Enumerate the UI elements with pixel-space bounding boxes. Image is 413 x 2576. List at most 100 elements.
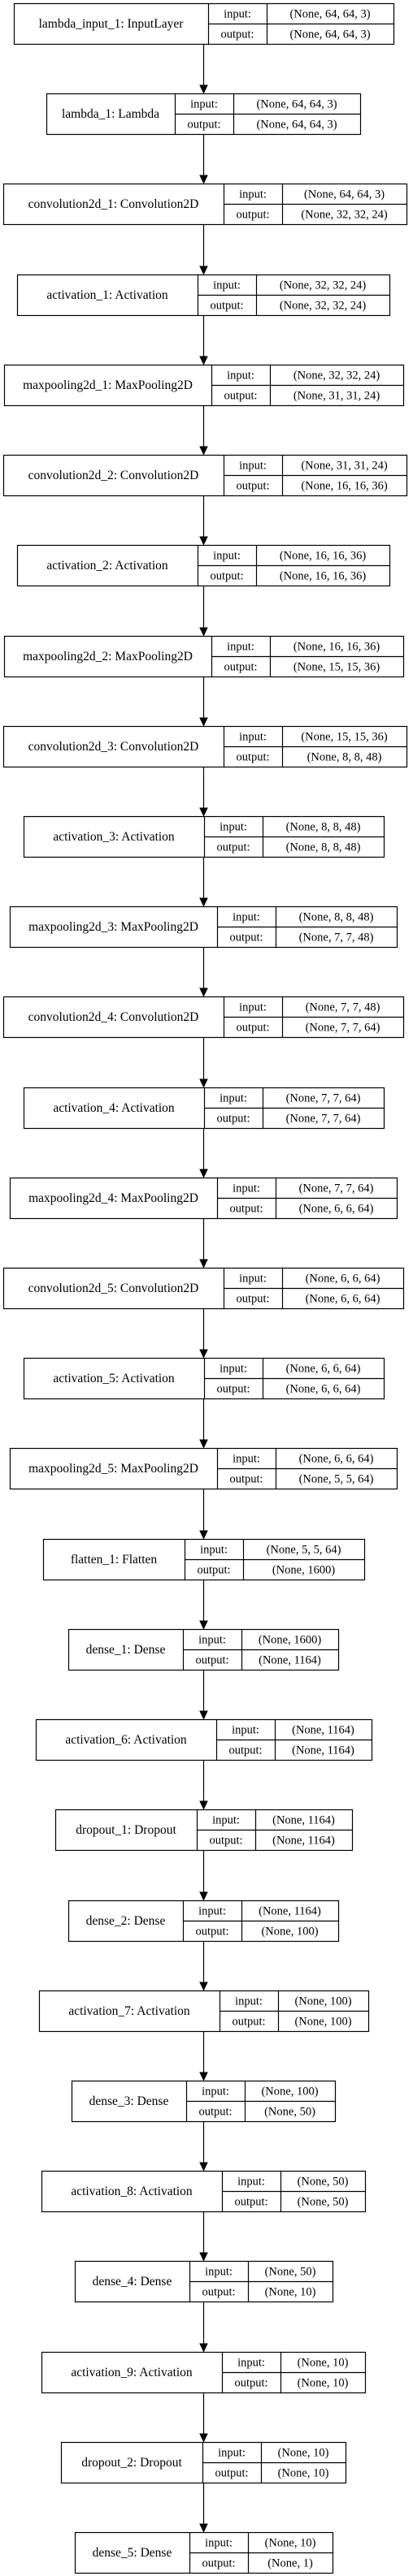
output-shape: (None, 10) [278, 2467, 329, 2480]
output-label: output: [234, 2377, 267, 2390]
layer-node: maxpooling2d_4: MaxPooling2D input: output… [9, 1177, 398, 1220]
output-label: output: [234, 2196, 267, 2209]
output-shape: (None, 16, 16, 36) [280, 570, 366, 583]
input-label: input: [239, 188, 267, 201]
input-label: input: [202, 2085, 229, 2098]
input-label: input: [218, 2447, 246, 2460]
output-label: output: [229, 1203, 263, 1216]
connection-arrow [199, 2302, 208, 2353]
layer-node: convolution2d_3: Convolution2Dinput:outp… [2, 725, 408, 768]
layer-name: activation_5: Activation [53, 1372, 175, 1385]
output-shape: (None, 1) [267, 2557, 313, 2570]
layer-name: convolution2d_2: Convolution2D [28, 469, 199, 482]
input-shape: (None, 6, 6, 64) [286, 1363, 361, 1376]
connection-arrow [199, 858, 208, 907]
layer-name: convolution2d_4: Convolution2D [28, 1010, 199, 1024]
connection-arrow [199, 2122, 208, 2172]
output-label: output: [202, 2286, 235, 2299]
output-label: output: [232, 2016, 265, 2029]
layer-name: dense_2: Dense [86, 1914, 166, 1928]
connection-arrow [199, 2393, 208, 2443]
input-label: input: [235, 1995, 263, 2008]
layer-node: maxpooling2d_2: MaxPooling2Dinput:output… [3, 635, 405, 678]
input-shape: (None, 8, 8, 48) [299, 911, 374, 924]
input-label: input: [220, 821, 247, 834]
connection-arrow [199, 316, 208, 365]
layer-name: activation_1: Activation [46, 288, 168, 302]
input-shape: (None, 6, 6, 64) [299, 1453, 374, 1466]
layer-name: activation_7: Activation [68, 2004, 190, 2018]
connection-arrow [199, 1942, 208, 1991]
layer-name: flatten_1: Flatten [71, 1553, 158, 1567]
input-shape: (None, 10) [278, 2447, 329, 2460]
layer-node: activation_1: Activationinput:output:(No… [16, 274, 391, 317]
output-shape: (None, 1600) [272, 1564, 335, 1577]
layer-name: lambda_input_1: InputLayer [39, 17, 185, 31]
output-shape: (None, 7, 7, 64) [306, 1022, 380, 1035]
input-shape: (None, 1164) [259, 1905, 321, 1918]
input-label: input: [237, 2176, 265, 2189]
output-shape: (None, 50) [264, 2106, 315, 2119]
output-shape: (None, 32, 32, 24) [280, 300, 366, 313]
connection-arrow [199, 1038, 208, 1088]
input-label: input: [227, 641, 254, 654]
input-shape: (None, 32, 32, 24) [293, 370, 380, 383]
layer-name: maxpooling2d_5: MaxPooling2D [28, 1462, 198, 1476]
output-label: output: [197, 1564, 230, 1577]
layer-node: lambda_input_1: InputLayerinput:output:(… [13, 2, 395, 45]
layer-node: activation_4: Activationinput:output:(No… [23, 1087, 385, 1130]
output-shape: (None, 8, 8, 48) [286, 841, 361, 854]
input-label: input: [205, 2266, 233, 2279]
output-shape: (None, 15, 15, 36) [293, 661, 380, 674]
input-label: input: [220, 1363, 247, 1376]
output-shape: (None, 6, 6, 64) [306, 1293, 380, 1306]
connection-arrow [199, 767, 208, 817]
output-label: output: [229, 931, 263, 944]
input-shape: (None, 7, 7, 48) [306, 1001, 380, 1014]
input-shape: (None, 50) [265, 2266, 316, 2279]
output-label: output: [236, 1022, 269, 1035]
input-label: input: [233, 911, 260, 924]
layer-name: activation_3: Activation [53, 830, 175, 844]
layer-node: activation_2: Activationinput:output:(No… [16, 544, 391, 587]
layer-name: maxpooling2d_1: MaxPooling2D [23, 378, 193, 392]
layer-name: dense_5: Dense [93, 2546, 172, 2560]
input-shape: (None, 50) [298, 2176, 349, 2189]
layer-name: activation_8: Activation [71, 2185, 193, 2198]
input-label: input: [212, 1814, 240, 1827]
input-label: input: [213, 550, 241, 563]
output-label: output: [195, 1654, 228, 1667]
output-label: output: [209, 1835, 242, 1848]
output-shape: (None, 10) [265, 2286, 316, 2299]
output-shape: (None, 1164) [272, 1835, 335, 1848]
layer-node: activation_3: Activationinput:output:(No… [23, 815, 385, 858]
layer-name: maxpooling2d_3: MaxPooling2D [28, 920, 198, 934]
layer-node: maxpooling2d_1: MaxPooling2Dinput:output… [3, 364, 405, 407]
layer-name: dropout_2: Dropout [81, 2456, 182, 2470]
layer-node: activation_8: Activation input: output: (No… [41, 2170, 367, 2213]
layer-node: convolution2d_2: Convolution2Dinput:outp… [2, 454, 408, 497]
connection-arrow [199, 135, 208, 184]
connection-arrow [199, 1129, 208, 1178]
output-label: output: [216, 1383, 250, 1396]
output-shape: (None, 1164) [259, 1654, 321, 1667]
layer-node: activation_9: Activationinput:output:(No… [41, 2351, 367, 2394]
input-label: input: [227, 370, 254, 383]
input-shape: (None, 15, 15, 36) [301, 731, 387, 744]
output-label: output: [236, 209, 269, 222]
input-shape: (None, 8, 8, 48) [286, 821, 361, 834]
input-shape: (None, 1164) [272, 1814, 335, 1827]
input-label: input: [233, 1182, 260, 1195]
connection-arrow [199, 586, 208, 637]
layer-node: activation_5: Activation input: output: (No… [23, 1357, 385, 1400]
output-shape: (None, 7, 7, 48) [299, 931, 374, 944]
layer-name: maxpooling2d_4: MaxPooling2D [28, 1191, 198, 1205]
layer-name: lambda_1: Lambda [62, 107, 159, 121]
output-shape: (None, 31, 31, 24) [293, 390, 380, 403]
